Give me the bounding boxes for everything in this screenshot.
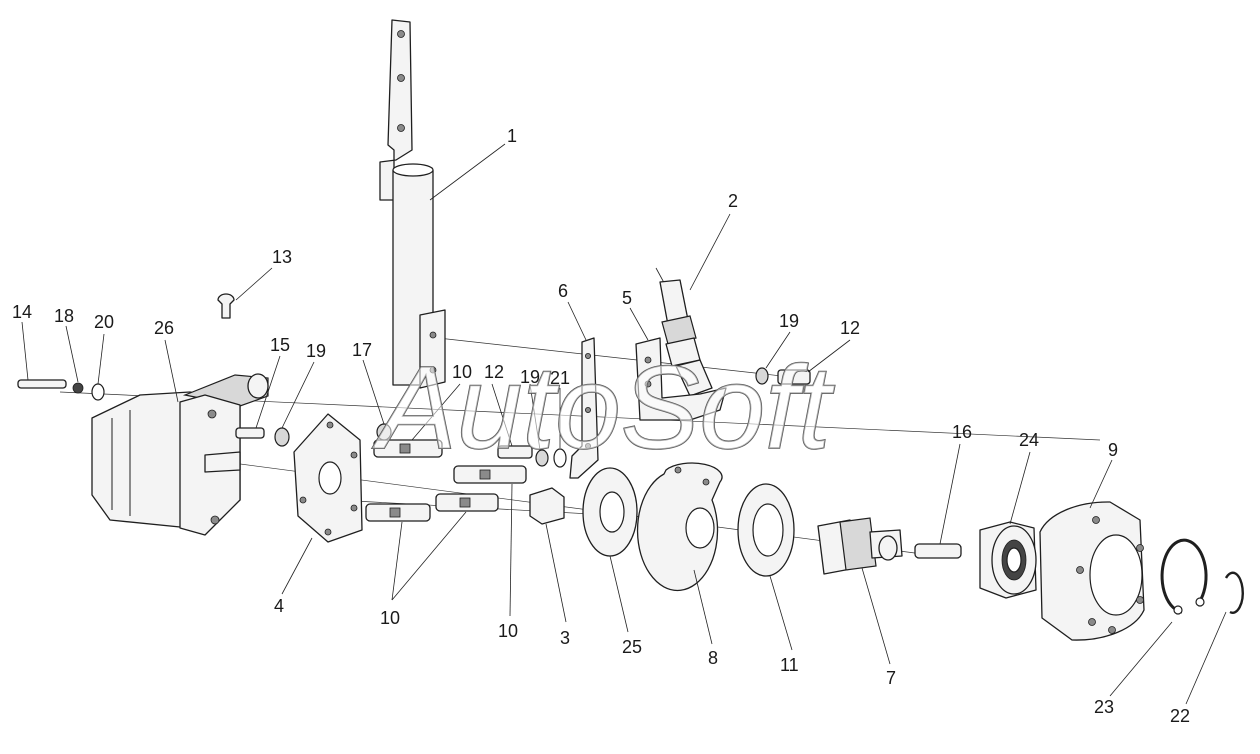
callout-19-b: 19 <box>520 367 540 387</box>
callout-2: 2 <box>728 191 738 211</box>
callout-7: 7 <box>886 668 896 688</box>
callout-1: 1 <box>507 126 517 146</box>
callout-11: 11 <box>780 655 799 675</box>
callout-5: 5 <box>622 288 632 308</box>
callout-10-a: 10 <box>452 362 472 382</box>
callout-21: 21 <box>550 368 570 388</box>
part-6-lever <box>569 337 599 479</box>
part-4-flange <box>293 413 363 543</box>
callout-10-c: 10 <box>498 621 518 641</box>
part-26-gearbox <box>91 373 269 536</box>
callout-17: 17 <box>352 340 372 360</box>
part-7-shaft <box>817 517 903 575</box>
part-23-circlip <box>1160 538 1208 615</box>
callout-22: 22 <box>1170 706 1190 726</box>
part-8-cam-plate <box>636 462 723 592</box>
callout-14: 14 <box>12 302 32 322</box>
watermark-text: AutoSoft <box>372 342 835 474</box>
part-22-snap-ring <box>1224 571 1244 614</box>
leader-lines <box>21 143 1227 705</box>
callout-15: 15 <box>270 335 290 355</box>
callout-3: 3 <box>560 628 570 648</box>
callout-25: 25 <box>622 637 642 657</box>
part-24-bearing <box>979 521 1037 599</box>
part-9-housing <box>1039 501 1145 641</box>
part-2-sensor <box>655 267 713 397</box>
callout-19-a: 19 <box>306 341 326 361</box>
callout-24: 24 <box>1019 430 1039 450</box>
callout-9: 9 <box>1108 440 1118 460</box>
callout-10-b: 10 <box>380 608 400 628</box>
callout-23: 23 <box>1094 697 1114 717</box>
callout-13: 13 <box>272 247 292 267</box>
callout-labels: 1 2 13 14 18 20 26 15 19 17 10 12 19 21 … <box>12 126 1190 726</box>
callout-4: 4 <box>274 596 284 616</box>
callout-26: 26 <box>154 318 174 338</box>
fasteners <box>17 293 962 559</box>
callout-18: 18 <box>54 306 74 326</box>
part-3-block <box>529 487 565 525</box>
callout-12-b: 12 <box>840 318 860 338</box>
parts-10-pins <box>365 439 527 522</box>
part-11-ring <box>737 483 795 577</box>
part-25-washer <box>582 467 638 557</box>
callout-6: 6 <box>558 281 568 301</box>
callout-19-c: 19 <box>779 311 799 331</box>
part-1-tube-bracket <box>379 19 446 389</box>
callout-12-a: 12 <box>484 362 504 382</box>
part-5-bracket <box>635 337 727 421</box>
callout-16: 16 <box>952 422 972 442</box>
callout-20: 20 <box>94 312 114 332</box>
callout-8: 8 <box>708 648 718 668</box>
